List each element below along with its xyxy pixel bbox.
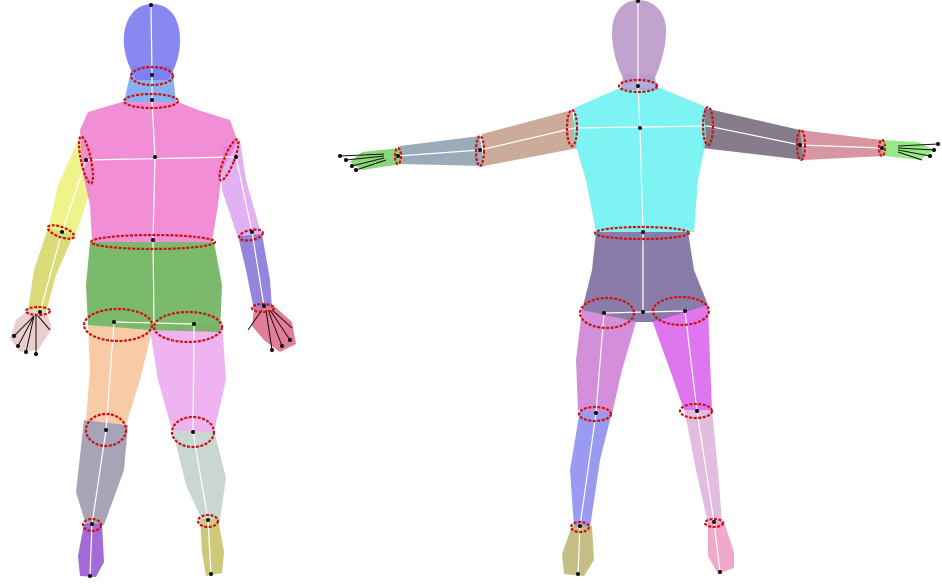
joint-dot bbox=[153, 155, 157, 159]
joint-dot bbox=[478, 148, 482, 152]
joint-dot bbox=[718, 570, 722, 574]
joint-dot bbox=[88, 574, 92, 578]
joint-dot bbox=[112, 320, 116, 324]
joint-dot bbox=[280, 344, 284, 348]
joint-dot bbox=[936, 142, 940, 146]
left-thigh bbox=[576, 310, 636, 414]
joint-dot bbox=[338, 154, 342, 158]
joint-dot bbox=[16, 344, 20, 348]
joint-dot bbox=[34, 352, 38, 356]
joint-dot bbox=[104, 428, 108, 432]
right-shin bbox=[172, 428, 226, 520]
joint-dot bbox=[209, 572, 213, 576]
joint-dot bbox=[192, 322, 196, 326]
joint-dot bbox=[288, 338, 292, 342]
joint-dot bbox=[250, 230, 254, 234]
joint-dot bbox=[234, 155, 238, 159]
joint-dot bbox=[594, 411, 598, 415]
joint-dot bbox=[354, 168, 358, 172]
head bbox=[612, 0, 666, 80]
right-thigh bbox=[150, 322, 226, 432]
joint-dot bbox=[712, 520, 716, 524]
joint-dot bbox=[150, 73, 154, 77]
joint-dot bbox=[206, 518, 210, 522]
joint-dot bbox=[151, 238, 155, 242]
joint-dot bbox=[24, 350, 28, 354]
joint-dot bbox=[84, 158, 88, 162]
joint-dot bbox=[90, 522, 94, 526]
joint-dot bbox=[578, 524, 582, 528]
joint-dot bbox=[270, 348, 274, 352]
joint-dot bbox=[12, 334, 16, 338]
right-foot bbox=[708, 522, 734, 574]
joint-dot bbox=[262, 304, 266, 308]
joint-dot bbox=[798, 143, 802, 147]
left-shin bbox=[570, 410, 612, 528]
t-pose-figure bbox=[338, 0, 940, 576]
joint-dot bbox=[38, 310, 42, 314]
right-forearm bbox=[238, 234, 272, 310]
joint-dot bbox=[928, 154, 932, 158]
left-shin bbox=[76, 420, 128, 525]
joint-dot bbox=[638, 126, 642, 130]
left-thigh bbox=[86, 325, 152, 425]
joint-dot bbox=[636, 84, 640, 88]
joint-dot bbox=[602, 311, 606, 315]
torso bbox=[574, 88, 706, 232]
joint-dot bbox=[641, 310, 645, 314]
joint-dot bbox=[60, 230, 64, 234]
torso bbox=[80, 102, 238, 242]
joint-dot bbox=[344, 158, 348, 162]
right-foot bbox=[200, 519, 224, 576]
joint-dot bbox=[880, 146, 884, 150]
joint-dot bbox=[396, 154, 400, 158]
joint-dot bbox=[641, 230, 645, 234]
pelvis bbox=[582, 232, 708, 322]
joint-dot bbox=[149, 3, 153, 7]
a-pose-figure bbox=[10, 3, 296, 578]
joint-dot bbox=[576, 572, 580, 576]
joint-dot bbox=[350, 164, 354, 168]
joint-dot bbox=[150, 98, 154, 102]
joint-dot bbox=[932, 148, 936, 152]
joint-dot bbox=[683, 309, 687, 313]
joint-dot bbox=[695, 409, 699, 413]
right-hand bbox=[252, 306, 296, 352]
right-shin bbox=[684, 408, 722, 524]
right-upper-arm bbox=[702, 108, 804, 160]
joint-dot bbox=[191, 430, 195, 434]
